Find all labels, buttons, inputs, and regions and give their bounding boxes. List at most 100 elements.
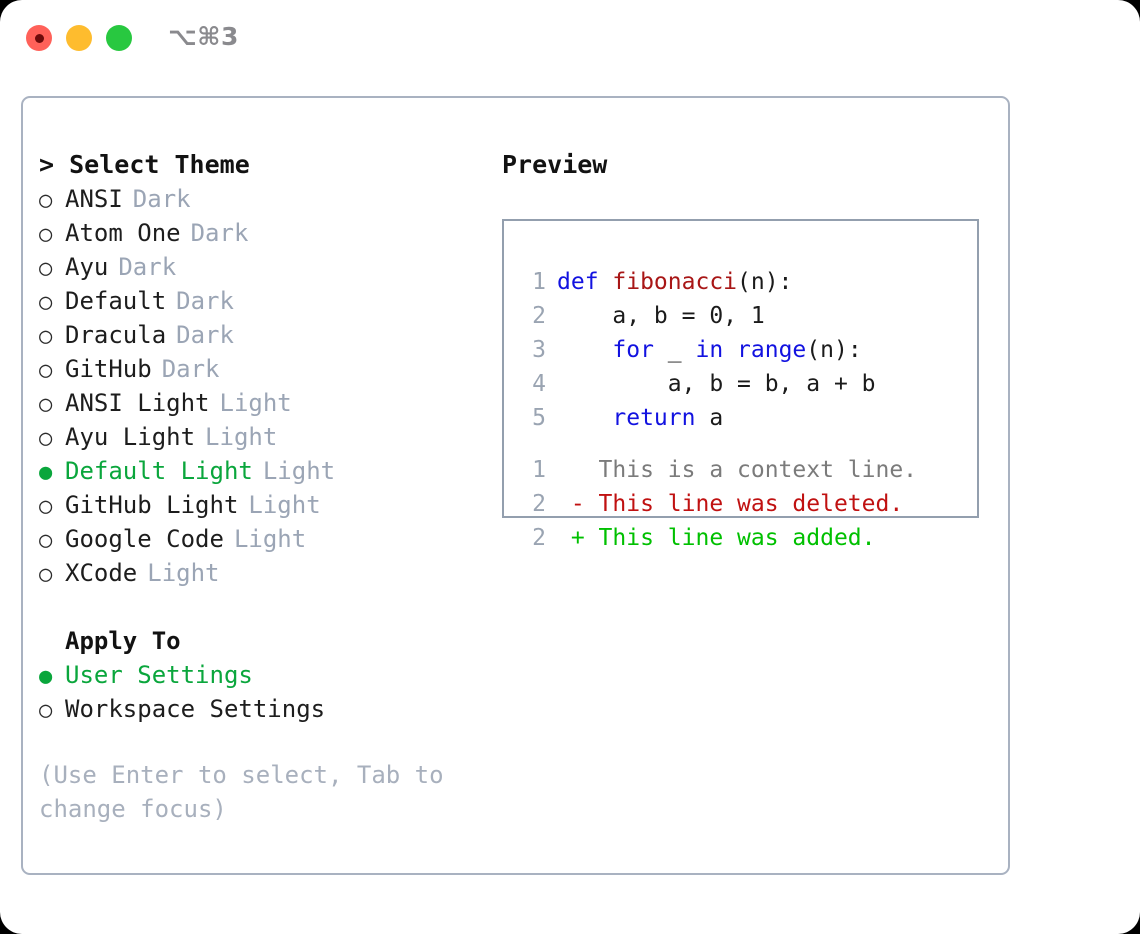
apply-to-list: ● User Settings ○ Workspace Settings: [39, 658, 479, 726]
code-line: 2 a, b = 0, 1: [518, 299, 971, 333]
code-line-text: a, b = 0, 1: [557, 299, 765, 333]
theme-option-ansi-light[interactable]: ○ ANSI Light Light: [39, 386, 479, 420]
theme-option-tag: Light: [233, 525, 307, 553]
code-line-number: 3: [532, 337, 546, 363]
radio-unselected-icon: ○: [39, 528, 53, 553]
select-theme-heading: > Select Theme: [39, 148, 479, 182]
radio-unselected-icon: ○: [39, 222, 53, 247]
title-bar: ⌥⌘3: [0, 0, 1140, 78]
theme-option-tag: Dark: [176, 321, 234, 349]
code-token: [723, 337, 737, 363]
keyboard-hint-text: (Use Enter to select, Tab to change focu…: [39, 761, 444, 823]
radio-unselected-icon: ○: [39, 392, 53, 417]
keyboard-shortcut-label: ⌥⌘3: [168, 22, 239, 51]
theme-option-tag: Light: [205, 423, 278, 451]
code-token: [557, 405, 612, 431]
select-theme-heading-label: Select Theme: [69, 150, 250, 179]
theme-option-tag: Light: [262, 457, 336, 485]
minimize-button[interactable]: [66, 25, 92, 51]
code-line: 5 return a: [518, 401, 971, 435]
diff-line-number: 1: [532, 457, 546, 483]
apply-to-option-user-settings[interactable]: ● User Settings: [39, 658, 479, 692]
code-token: _: [653, 337, 696, 363]
diff-line-number: 2: [532, 525, 546, 551]
theme-option-tag: Light: [147, 559, 220, 587]
theme-option-label: XCode: [65, 559, 138, 587]
apply-to-option-label: User Settings: [65, 661, 253, 689]
code-line-number: 4: [532, 371, 546, 397]
theme-option-label: Google Code: [65, 525, 224, 553]
radio-selected-icon: ●: [39, 664, 53, 689]
theme-option-tag: Dark: [132, 185, 191, 213]
code-sample: 1 def fibonacci(n):2 a, b = 0, 1 3 for _ i…: [518, 265, 971, 435]
zoom-button[interactable]: [106, 25, 132, 51]
radio-unselected-icon: ○: [39, 494, 53, 519]
radio-unselected-icon: ○: [39, 324, 53, 349]
theme-option-dracula[interactable]: ○ Dracula Dark: [39, 318, 479, 352]
theme-option-tag: Dark: [118, 253, 177, 281]
theme-option-label: Ayu: [65, 253, 109, 281]
code-token: return: [612, 405, 696, 431]
theme-option-tag: Light: [219, 389, 292, 417]
code-token: a: [695, 405, 724, 431]
apply-to-option-label: Workspace Settings: [65, 695, 326, 723]
diff-sample: 1 This is a context line.2 - This line w…: [518, 453, 971, 555]
theme-option-label: Atom One: [65, 219, 181, 247]
radio-unselected-icon: ○: [39, 256, 53, 281]
code-line-text: for _ in range(n):: [557, 333, 862, 367]
theme-option-label: Default: [65, 287, 167, 315]
diff-line-text: + This line was added.: [557, 525, 876, 551]
apply-to-section: Apply To ● User Settings ○ Workspace Settin…: [39, 624, 479, 726]
diff-line: 1 This is a context line.: [518, 453, 971, 487]
code-token: for: [612, 337, 654, 363]
theme-option-github-light[interactable]: ○ GitHub Light Light: [39, 488, 479, 522]
theme-option-google-code[interactable]: ○ Google Code Light: [39, 522, 479, 556]
code-line: 4 a, b = b, a + b: [518, 367, 971, 401]
code-token: (n):: [806, 337, 862, 363]
code-line-number: 5: [532, 405, 546, 431]
radio-unselected-icon: ○: [39, 698, 53, 723]
theme-option-label: Dracula: [65, 321, 167, 349]
theme-option-label: Ayu Light: [65, 423, 196, 451]
diff-line-text: This is a context line.: [557, 457, 918, 483]
theme-option-tag: Dark: [176, 287, 234, 315]
theme-option-label: GitHub Light: [65, 491, 239, 519]
preview-heading: Preview: [502, 150, 608, 179]
code-token: a, b = 0, 1: [557, 303, 765, 329]
code-token: in: [695, 337, 724, 363]
theme-option-tag: Light: [248, 491, 321, 519]
theme-option-label: ANSI: [65, 185, 123, 213]
code-line-number: 1: [532, 269, 546, 295]
radio-selected-icon: ●: [39, 460, 53, 485]
code-token: fibonacci: [612, 269, 738, 295]
prompt-caret-icon: >: [39, 150, 55, 179]
close-button[interactable]: [26, 25, 52, 51]
theme-option-atom-one[interactable]: ○ Atom One Dark: [39, 216, 479, 250]
radio-unselected-icon: ○: [39, 358, 53, 383]
code-token: (n):: [737, 269, 793, 295]
theme-option-label: ANSI Light: [65, 389, 210, 417]
code-line: 1 def fibonacci(n):: [518, 265, 971, 299]
theme-option-tag: Dark: [190, 219, 249, 247]
diff-line: 2 - This line was deleted.: [518, 487, 971, 521]
theme-option-ayu[interactable]: ○ Ayu Dark: [39, 250, 479, 284]
apply-to-heading: Apply To: [65, 627, 181, 655]
apply-to-option-workspace-settings[interactable]: ○ Workspace Settings: [39, 692, 479, 726]
code-token: [557, 337, 612, 363]
diff-line: 2 + This line was added.: [518, 521, 971, 555]
code-token: a, b = b, a + b: [557, 371, 876, 397]
window-controls: [26, 25, 132, 51]
code-line-text: def fibonacci(n):: [557, 265, 792, 299]
